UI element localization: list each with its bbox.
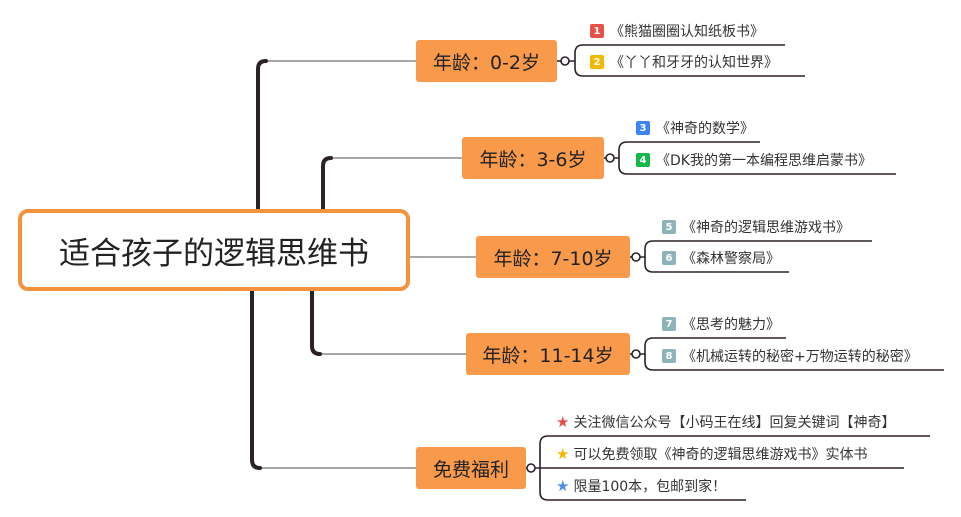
branch-free-benefits[interactable]: 免费福利	[416, 447, 526, 489]
branch-age-3-6[interactable]: 年龄：3-6岁	[462, 137, 604, 179]
connector-branch-4	[311, 344, 466, 355]
root-topic[interactable]: 适合孩子的逻辑思维书	[18, 209, 410, 291]
collapse-toggle-branch-5	[526, 463, 536, 473]
trunk-inner	[310, 156, 333, 356]
list-item[interactable]: ★ 限量100本，包邮到家！	[556, 473, 726, 499]
number-badge: 4	[636, 153, 650, 167]
list-item[interactable]: 3 《神奇的数学》	[636, 115, 754, 141]
collapse-toggle-branch-3	[631, 252, 641, 262]
star-icon: ★	[556, 476, 570, 495]
list-item[interactable]: 1 《熊猫圈圈认知纸板书》	[590, 18, 764, 44]
benefit-text: 关注微信公众号【小码王在线】回复关键词【神奇】	[573, 415, 896, 431]
book-title: 《神奇的数学》	[656, 121, 754, 137]
collapse-toggle-branch-4	[631, 349, 641, 359]
benefit-text: 限量100本，包邮到家！	[573, 479, 727, 495]
connector-branch-2	[322, 157, 462, 167]
trunk-outer	[250, 59, 268, 470]
number-badge: 1	[590, 24, 604, 38]
list-item[interactable]: 4 《DK我的第一本编程思维启蒙书》	[636, 147, 872, 173]
star-icon: ★	[556, 444, 570, 463]
list-item[interactable]: 8 《机械运转的秘密+万物运转的秘密》	[662, 343, 918, 369]
list-item[interactable]: 6 《森林警察局》	[662, 245, 780, 271]
number-badge: 8	[662, 349, 676, 363]
book-title: 《森林警察局》	[682, 251, 780, 267]
branch-age-0-2[interactable]: 年龄：0-2岁	[416, 40, 557, 82]
number-badge: 2	[590, 55, 604, 69]
list-item[interactable]: ★ 可以免费领取《神奇的逻辑思维游戏书》实体书	[556, 441, 867, 467]
connector-branch-1	[257, 60, 416, 69]
list-item[interactable]: ★ 关注微信公众号【小码王在线】回复关键词【神奇】	[556, 409, 895, 435]
benefit-text: 可以免费领取《神奇的逻辑思维游戏书》实体书	[573, 447, 868, 463]
book-title: 《DK我的第一本编程思维启蒙书》	[656, 153, 872, 169]
star-icon: ★	[556, 412, 570, 431]
book-title: 《神奇的逻辑思维游戏书》	[682, 220, 850, 236]
number-badge: 5	[662, 220, 676, 234]
number-badge: 6	[662, 251, 676, 265]
book-title: 《机械运转的秘密+万物运转的秘密》	[682, 349, 918, 365]
collapse-toggle-branch-2	[605, 153, 615, 163]
branch-age-7-10[interactable]: 年龄：7-10岁	[476, 236, 630, 278]
book-title: 《丫丫和牙牙的认知世界》	[610, 55, 778, 71]
branch-age-11-14[interactable]: 年龄：11-14岁	[466, 333, 630, 375]
book-title: 《熊猫圈圈认知纸板书》	[610, 24, 764, 40]
book-title: 《思考的魅力》	[682, 317, 780, 333]
collapse-toggle-branch-1	[560, 56, 570, 66]
number-badge: 3	[636, 121, 650, 135]
number-badge: 7	[662, 317, 676, 331]
connector-branch-5	[251, 459, 416, 469]
list-item[interactable]: 7 《思考的魅力》	[662, 311, 780, 337]
list-item[interactable]: 2 《丫丫和牙牙的认知世界》	[590, 49, 778, 75]
list-item[interactable]: 5 《神奇的逻辑思维游戏书》	[662, 214, 850, 240]
